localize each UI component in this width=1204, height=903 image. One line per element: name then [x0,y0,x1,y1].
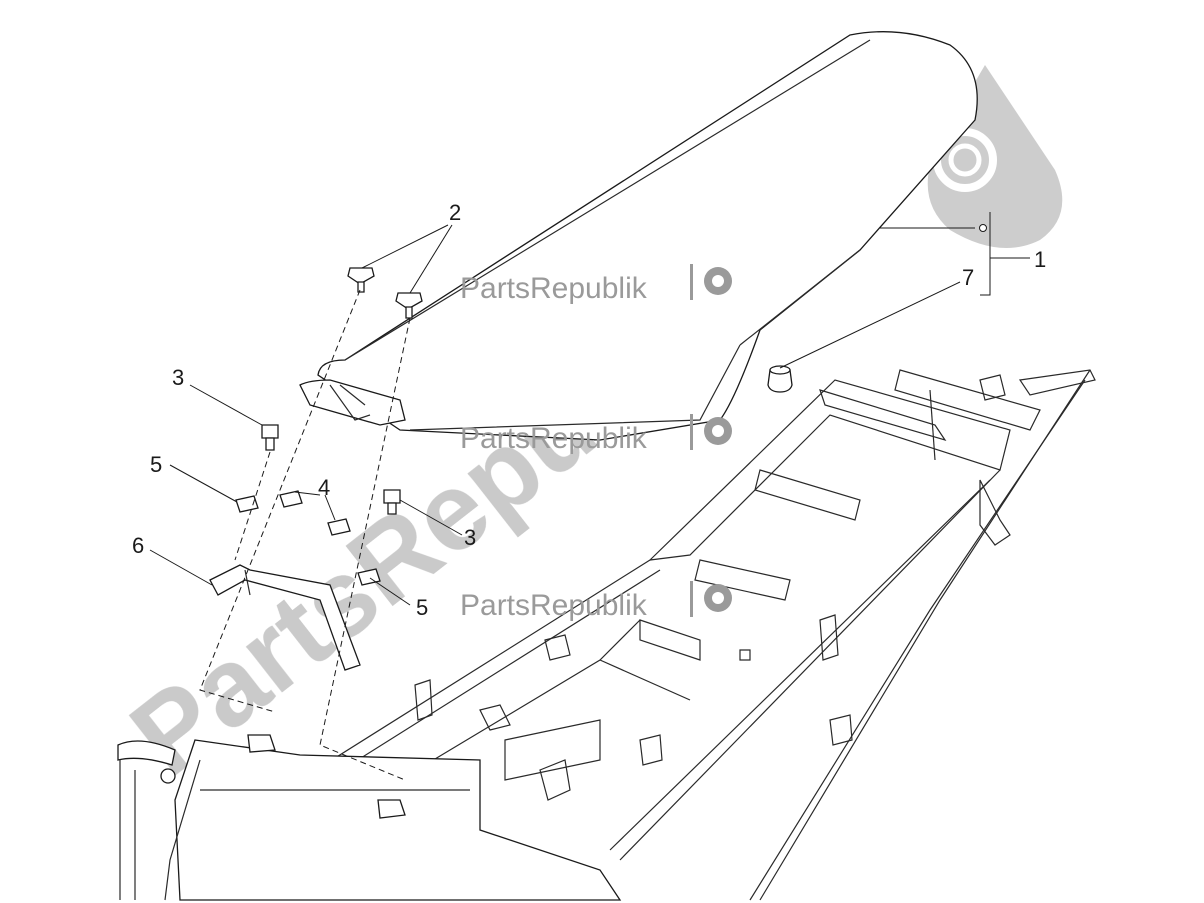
watermark-small-text: PartsRepublik [460,589,648,622]
rear-frame [299,369,1096,901]
callout-5-right: 5 [416,595,428,620]
assembly-lines [199,289,411,781]
clips-part-4-5 [235,490,381,586]
callouts: 1 2 3 3 4 5 5 6 7 [132,200,1046,620]
watermark-small-3: PartsRepublik [460,581,732,622]
callout-3-top: 3 [172,365,184,390]
leader-lines [149,212,1030,606]
callout-5-left: 5 [150,452,162,477]
callout-4: 4 [318,475,330,500]
callout-1: 1 [1034,247,1046,272]
bolts-part-3 [261,424,401,515]
watermark-small-text: PartsRepublik [460,422,648,455]
callout-3-bottom: 3 [464,525,476,550]
watermark-small-2: PartsRepublik [460,414,732,455]
bracket-part-6 [209,564,361,671]
seat-part-1 [299,31,978,441]
callout-6: 6 [132,533,144,558]
watermark-small-1: PartsRepublik [460,264,732,305]
watermark-small-text: PartsRepublik [460,272,648,305]
callout-7: 7 [962,265,974,290]
callout-2: 2 [449,200,461,225]
airbox-assembly [117,734,622,901]
knob-screws-part-2 [347,267,423,319]
rubber-pad-part-7 [767,365,793,393]
